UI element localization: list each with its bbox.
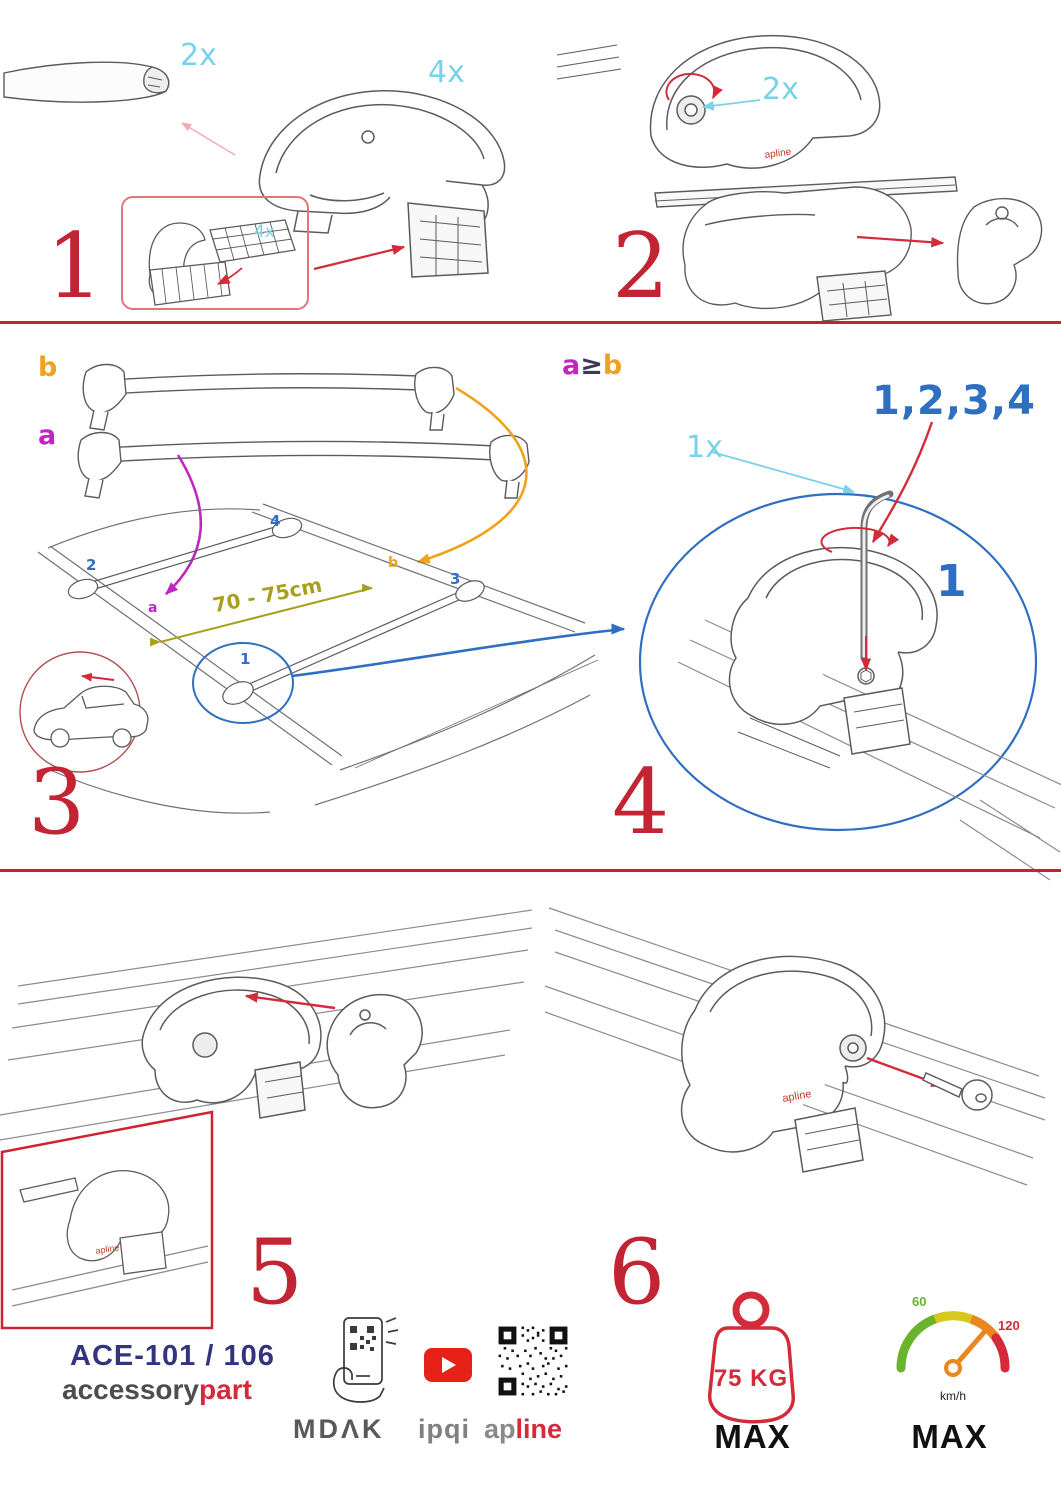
speed-max-value-label: 120 — [998, 1318, 1020, 1333]
foot-illustration — [258, 89, 506, 278]
speed-limit-icon: 60 120 km/h — [896, 1294, 1020, 1403]
attach-arrow — [244, 992, 336, 1010]
pointer-arrow — [181, 122, 236, 156]
qty-allen-key: 1x — [686, 430, 723, 465]
step1-number: 1 — [46, 214, 104, 319]
roof-pos-3: 3 — [450, 570, 461, 588]
bar-b-illustration — [82, 363, 455, 431]
allen-key-illustration — [860, 490, 894, 662]
qty-key-arrow — [711, 451, 856, 494]
distance-arrow — [150, 583, 374, 647]
logo-ipqi: ipqi — [418, 1414, 470, 1444]
bar-a-label: a — [38, 420, 57, 451]
qty-foot: 4x — [428, 55, 465, 90]
qty-crossbar: 2x — [180, 38, 217, 73]
bar-b-placement-arrow — [416, 386, 528, 564]
step3-number: 3 — [28, 750, 86, 855]
roof-pos-4: 4 — [270, 512, 281, 530]
pad-insert-arrow — [216, 267, 243, 285]
bar-a-illustration — [77, 431, 530, 499]
model-number: ACE-101 / 106 — [70, 1340, 275, 1372]
zoom-arrow — [291, 623, 626, 678]
arm-piece-illustration — [326, 993, 423, 1109]
brand-on-part: apline — [764, 147, 792, 161]
condition-a: a — [562, 350, 581, 381]
roof-pos-b: b — [388, 555, 399, 571]
assembly-illustration — [654, 176, 958, 322]
bar-b-label: b — [38, 352, 58, 383]
inset-to-foot-arrow — [313, 244, 406, 271]
qty-key: 2x — [762, 72, 799, 107]
step4-illustration — [638, 421, 1061, 881]
key-illustration — [922, 1072, 993, 1111]
logo-apline-line: line — [515, 1414, 563, 1444]
jaw-piece-illustration — [956, 197, 1043, 305]
result-inset-drawing: apline — [11, 1170, 209, 1307]
pad-inset-drawing — [148, 219, 296, 306]
roof-illustration — [37, 503, 599, 814]
locked-foot-illustration: apline — [680, 955, 886, 1173]
section-divider-2 — [0, 869, 1061, 872]
sequence-arrow — [871, 421, 934, 544]
enlarged-foot-illustration — [728, 546, 938, 769]
lock-foot-illustration: apline — [556, 34, 881, 169]
step6-number: 6 — [608, 1220, 666, 1325]
zoom-circle — [638, 492, 1038, 832]
weight-max-label: MAX — [714, 1418, 791, 1455]
crossbar-illustration — [3, 61, 170, 103]
speed-min-label: 60 — [912, 1294, 926, 1309]
qty-key-arrow — [701, 99, 761, 111]
condition-label: a≥b — [562, 350, 622, 381]
step1-illustration — [3, 61, 506, 310]
step2-number: 2 — [612, 214, 670, 319]
bar-a-placement-arrow — [165, 454, 203, 595]
pad-inset — [121, 196, 309, 310]
roof-pos-1: 1 — [240, 650, 251, 668]
condition-operator: ≥ — [580, 350, 603, 381]
logo-apline: apline — [484, 1414, 562, 1445]
tighten-sequence: 1,2,3,4 — [872, 378, 1036, 424]
section-divider — [0, 321, 1061, 324]
roof-pos-2: 2 — [86, 556, 97, 574]
roof-pos-a: a — [148, 600, 158, 616]
brand-part: part — [199, 1374, 252, 1405]
logo-mdak: MDΛK — [293, 1414, 385, 1444]
condition-b: b — [602, 350, 623, 381]
step5-illustration: apline — [0, 909, 533, 1330]
qr-code-icon — [496, 1324, 570, 1398]
step3-illustration — [19, 363, 626, 814]
step5-number: 5 — [246, 1220, 304, 1325]
brand-accessory: accessory — [62, 1374, 200, 1405]
step4-number: 4 — [612, 750, 670, 855]
foot1-highlight-circle — [192, 642, 294, 724]
slide-arrow — [856, 235, 945, 248]
brand-on-part: apline — [95, 1242, 120, 1256]
qty-pad: 4x — [254, 222, 275, 242]
step6-illustration: apline — [544, 907, 1046, 1186]
logo-apline-ap: ap — [484, 1414, 516, 1444]
speed-max-label: MAX — [911, 1418, 988, 1455]
foot-illustration — [141, 976, 322, 1119]
step2-illustration: apline — [556, 34, 1043, 322]
position-1-label: 1 — [936, 556, 967, 607]
weight-limit-icon: 75 KG — [707, 1291, 795, 1424]
rotate-arrow — [820, 526, 900, 553]
speed-unit-label: km/h — [940, 1389, 966, 1403]
weight-limit-value: 75 KG — [714, 1365, 788, 1392]
phone-scan-icon — [332, 1317, 399, 1403]
car-illustration — [33, 672, 149, 748]
brand-name: accessorypart — [62, 1374, 252, 1406]
youtube-icon — [424, 1348, 472, 1382]
brand-on-part: apline — [781, 1088, 812, 1105]
